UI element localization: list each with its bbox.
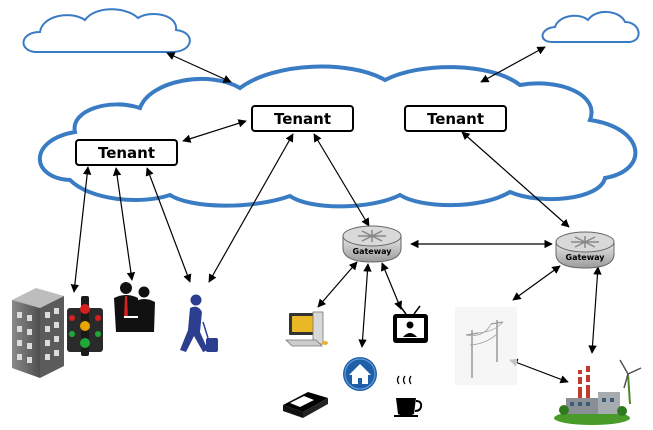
connection-arrows — [70, 46, 602, 384]
gateway-label: Gateway — [566, 253, 606, 262]
tenant-box-center: Tenant — [251, 105, 354, 132]
gateway-router-right: Gateway — [555, 231, 615, 269]
tenant-label: Tenant — [427, 110, 484, 128]
small-cloud-left — [22, 8, 191, 53]
traveler-icon — [180, 294, 218, 352]
tenant-label: Tenant — [274, 110, 331, 128]
wind-turbine-icon — [619, 359, 642, 405]
computer-icon — [285, 311, 328, 347]
gateway-router-left: Gateway — [342, 225, 402, 263]
tenant-box-left: Tenant — [75, 139, 178, 166]
coffee-cup-icon — [394, 375, 423, 417]
business-people-icon — [114, 282, 155, 332]
gateway-label: Gateway — [353, 247, 393, 256]
small-cloud-right — [541, 11, 640, 43]
power-plant-icon — [554, 366, 630, 425]
traffic-light-icon — [67, 296, 103, 356]
tv-icon — [393, 305, 428, 343]
bed-icon — [283, 392, 328, 418]
home-icon — [343, 357, 377, 391]
tenant-box-right: Tenant — [404, 105, 507, 132]
power-lines-icon — [455, 307, 517, 385]
main-cloud — [37, 64, 638, 209]
building-icon — [12, 288, 64, 378]
tenant-label: Tenant — [98, 144, 155, 162]
